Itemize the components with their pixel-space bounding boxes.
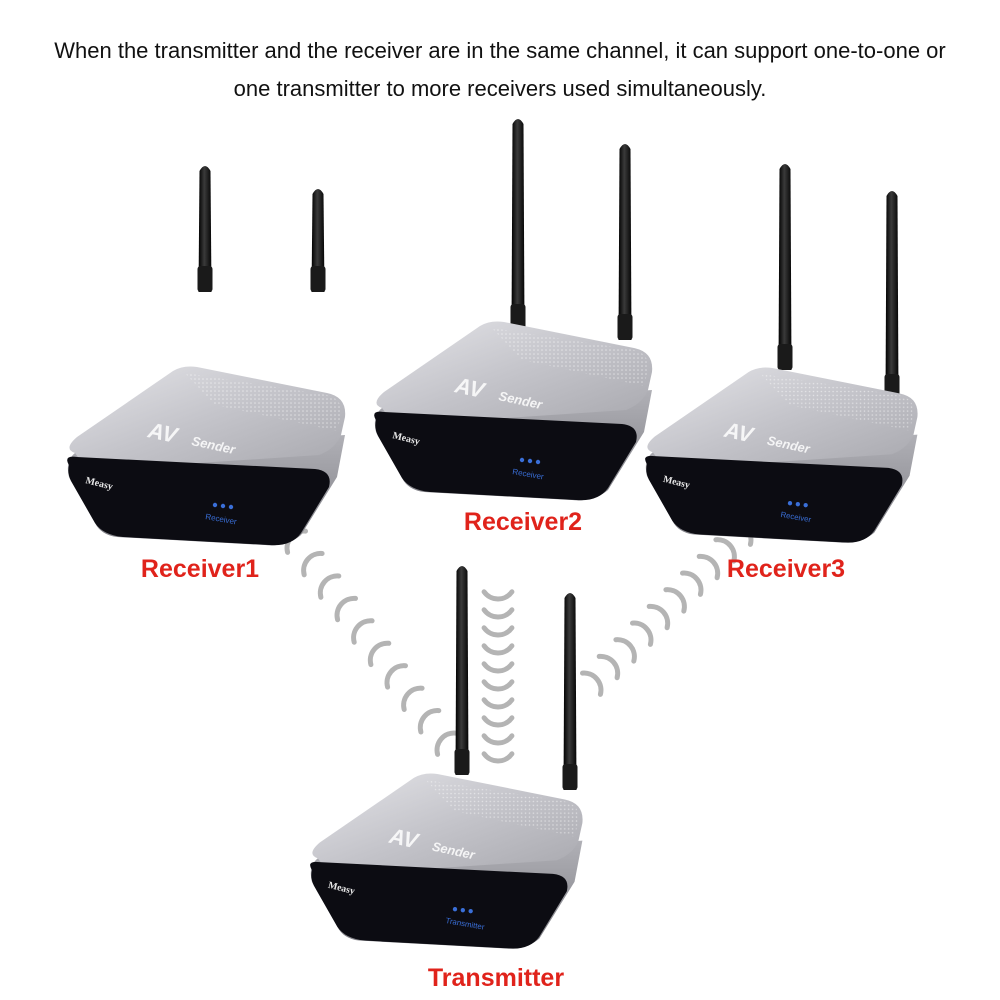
antenna-base	[454, 749, 470, 775]
label-receiver1: Receiver1	[141, 555, 259, 583]
device-grille	[425, 779, 579, 837]
wifi-wave-icon	[481, 679, 515, 692]
status-led-icon	[452, 907, 458, 912]
label-receiver3: Receiver3	[727, 555, 845, 583]
wifi-wave-icon	[613, 637, 637, 664]
wifi-wave-icon	[481, 607, 515, 620]
antenna-base	[310, 266, 326, 292]
caption: When the transmitter and the receiver ar…	[20, 32, 980, 108]
wifi-wave-icon	[630, 620, 654, 647]
status-led-icon	[527, 458, 533, 464]
device-grille	[185, 373, 342, 431]
status-led-icon	[787, 501, 793, 506]
status-led-icon	[795, 502, 800, 507]
wifi-wave-icon	[481, 715, 515, 728]
wifi-wave-icon	[481, 697, 515, 710]
wifi-wave-icon	[713, 537, 737, 564]
antenna-base	[197, 266, 213, 292]
antenna-icon	[563, 593, 577, 790]
antenna-base	[777, 344, 793, 370]
caption-line-1: When the transmitter and the receiver ar…	[54, 38, 946, 63]
antenna-base	[562, 764, 578, 790]
status-led-icon	[212, 502, 218, 508]
wave-group-center	[481, 589, 515, 764]
status-led-icon	[519, 457, 525, 463]
device-grille	[492, 328, 649, 386]
wifi-wave-icon	[696, 553, 721, 581]
device-front-panel	[374, 411, 637, 501]
wifi-wave-icon	[401, 685, 425, 712]
antenna-icon	[198, 166, 212, 292]
antenna-icon	[511, 119, 525, 330]
wifi-wave-icon	[334, 595, 358, 623]
wifi-wave-icon	[317, 573, 342, 600]
wifi-wave-icon	[481, 661, 515, 674]
device-front-panel	[310, 861, 568, 949]
wifi-wave-icon	[417, 708, 442, 735]
wifi-wave-icon	[481, 589, 515, 602]
wifi-wave-icon	[481, 751, 515, 764]
status-led-icon	[220, 503, 226, 509]
device-grille	[760, 373, 914, 431]
wifi-wave-icon	[663, 587, 687, 614]
antenna-icon	[455, 566, 469, 775]
wifi-wave-icon	[481, 643, 515, 656]
wifi-wave-icon	[680, 570, 704, 597]
antenna-icon	[618, 144, 632, 340]
status-led-icon	[468, 909, 473, 914]
antenna-icon	[885, 191, 899, 400]
wifi-wave-icon	[367, 640, 392, 668]
antenna-icon	[778, 164, 792, 370]
status-led-icon	[228, 504, 234, 510]
wifi-wave-icon	[646, 603, 671, 631]
label-transmitter: Transmitter	[428, 964, 564, 992]
status-led-icon	[460, 908, 465, 913]
wifi-wave-icon	[351, 618, 375, 645]
wifi-wave-icon	[596, 653, 621, 681]
status-led-icon	[535, 459, 541, 465]
wifi-wave-icon	[384, 663, 408, 690]
caption-line-2: one transmitter to more receivers used s…	[233, 76, 767, 101]
wifi-wave-icon	[481, 625, 515, 638]
wifi-wave-icon	[434, 730, 458, 757]
wifi-wave-icon	[580, 670, 604, 697]
wave-group-right	[580, 520, 754, 697]
wifi-wave-icon	[481, 733, 515, 746]
antenna-base	[510, 304, 526, 330]
label-receiver2: Receiver2	[464, 508, 582, 536]
wave-group-left	[284, 528, 458, 757]
antenna-base	[617, 314, 633, 340]
device-front-panel	[67, 456, 330, 546]
wifi-wave-icon	[301, 550, 325, 578]
status-led-icon	[803, 503, 808, 508]
device-front-panel	[645, 455, 903, 543]
